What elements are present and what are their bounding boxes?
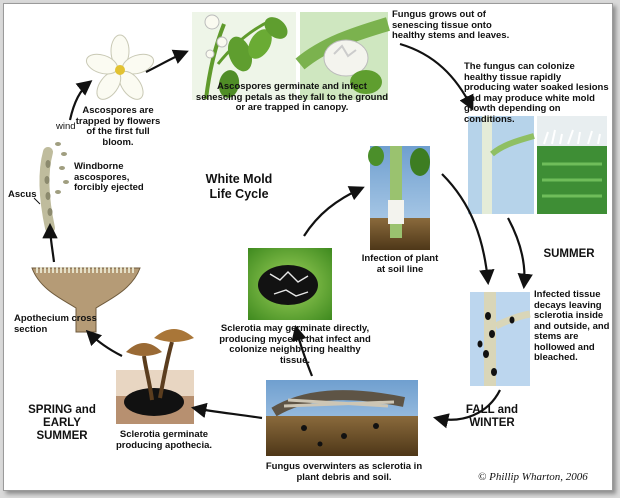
label-overwinters: Fungus overwinters as sclerotia in plant… [265,461,423,483]
label-colonize: The fungus can colonize healthy tissue r… [464,61,609,125]
life-cycle-diagram: White Mold Life Cycle Fungus grows out o… [3,3,613,491]
sclerotium-mycelia-photo [248,248,332,320]
season-spring-summer: SPRING and EARLY SUMMER [28,404,96,442]
label-ascus: Ascus [8,189,37,200]
title-line-2: Life Cycle [209,187,269,201]
diagram-title: White Mold Life Cycle [184,172,294,202]
ascus-illustration [33,142,69,233]
lesion-photo [468,116,535,214]
diagram-artwork [31,12,607,456]
fungus-on-stem-closeup [295,12,390,100]
flower-illustration [85,34,155,100]
copyright-text: © Phillip Wharton, 2006 [478,471,588,483]
label-sclerotia-direct: Sclerotia may germinate directly, produc… [219,323,371,366]
cycle-arrows [42,42,533,429]
season-fall-winter: FALL and WINTER [465,404,519,429]
apothecia-illustration [116,329,194,424]
mycelium-microscopy [537,116,607,214]
label-fungus-grows: Fungus grows out of senescing tissue ont… [392,9,510,41]
debris-sclerotia-soil-photo [266,380,418,456]
title-line-1: White Mold [205,172,273,186]
infected-stem-sclerotia [470,292,531,386]
season-summer: SUMMER [543,248,595,260]
label-windborne: Windborne ascospores, forcibly ejected [74,161,144,193]
label-apothecium: Apothecium cross section [14,313,97,335]
soil-line-infection-photo [368,146,430,250]
label-ascospores-trapped: Ascospores are trapped by flowers of the… [75,105,161,148]
label-ascospores-germinate: Ascospores germinate and infect senescin… [195,81,389,113]
label-wind: wind [56,121,76,132]
label-infection-soil: Infection of plant at soil line [361,253,439,275]
label-sclerotia-apothecia: Sclerotia germinate producing apothecia. [115,429,213,451]
infected-petals-plant [192,12,296,100]
label-infected-decays: Infected tissue decays leaving sclerotia… [534,289,610,363]
